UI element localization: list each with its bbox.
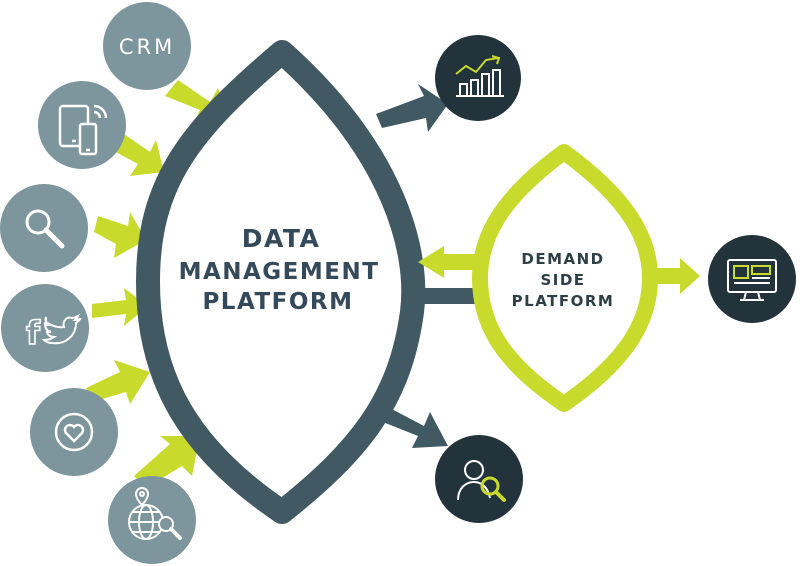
source-geo: [108, 476, 196, 564]
dsp-shape: [472, 144, 658, 412]
dsp-title-line1: DEMAND: [521, 250, 604, 268]
arrow-search: [94, 212, 146, 258]
dsp-title-line2: SIDE: [540, 271, 585, 289]
dmp-title-line3: PLATFORM: [202, 289, 353, 315]
source-mobile: [38, 81, 126, 169]
dmp-hub-shape: [136, 40, 426, 524]
source-heart: [30, 388, 118, 476]
analytics-circle: [435, 35, 521, 121]
dsp-title: DEMAND SIDE PLATFORM: [512, 250, 615, 310]
arrow-social: [92, 288, 148, 326]
audience-search-icon: [457, 460, 506, 502]
dmp-title-line1: DATA: [242, 224, 321, 253]
arrow-dsp-to-display: [652, 258, 700, 294]
dsp-title-line3: PLATFORM: [512, 292, 615, 310]
mobile-devices-icon: [58, 104, 108, 156]
heart-icon: [54, 412, 94, 452]
search-icon: [25, 209, 65, 249]
display-ad-icon: [727, 259, 777, 301]
facebook-icon: f: [26, 314, 41, 352]
arrow-heart: [86, 360, 150, 404]
dmp-title-line2: MANAGEMENT: [179, 259, 380, 285]
arrow-audience: [378, 406, 448, 448]
source-crm: CRM: [103, 2, 191, 90]
hub-dsp-connectors: [412, 246, 484, 304]
source-arrows: [86, 80, 228, 488]
output-audience: [435, 435, 523, 523]
geo-globe-icon: [128, 487, 182, 540]
output-analytics: [435, 35, 521, 121]
dmp-title: DATA MANAGEMENT PLATFORM: [179, 224, 380, 315]
arrow-mobile: [112, 134, 164, 176]
crm-label: CRM: [119, 35, 175, 59]
social-media-icon: f: [25, 313, 82, 353]
arrow-analytics: [376, 84, 448, 132]
source-search: [0, 184, 88, 272]
output-arrows: [376, 84, 448, 448]
arrow-dsp-to-hub: [418, 246, 480, 278]
crm-circle: [103, 2, 191, 90]
heart-circle: [30, 388, 118, 476]
arrow-geo: [134, 436, 200, 488]
hub-to-dsp-bar: [412, 288, 484, 304]
search-circle: [0, 184, 88, 272]
twitter-icon: [41, 313, 82, 345]
audience-circle: [435, 435, 523, 523]
output-display: [708, 235, 796, 323]
analytics-chart-icon: [455, 55, 504, 97]
source-social: f: [1, 284, 89, 372]
